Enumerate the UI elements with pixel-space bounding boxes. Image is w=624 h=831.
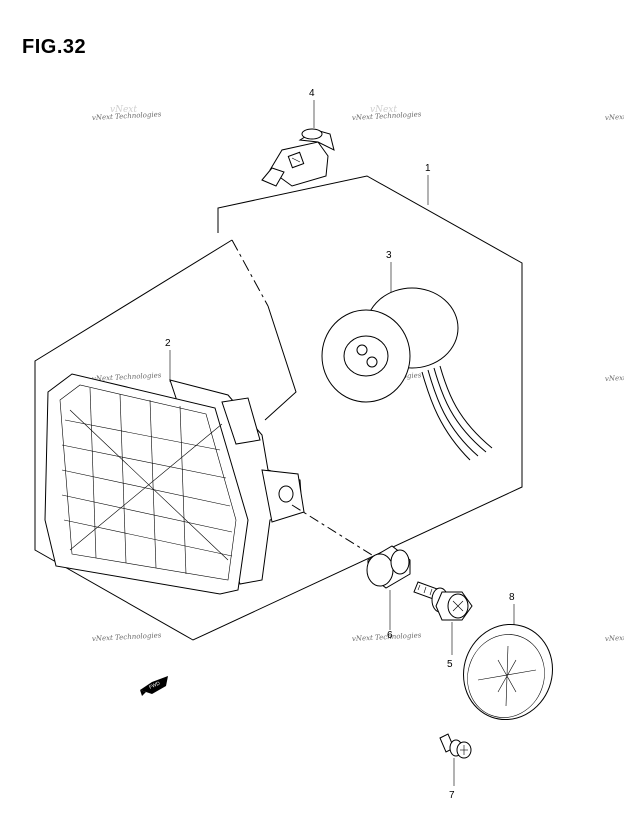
callout-7: 7 <box>449 790 455 801</box>
grommet-connector <box>291 504 373 556</box>
callout-2: 2 <box>165 338 171 349</box>
socket-part: 3 <box>321 250 493 461</box>
assembly-frame <box>34 175 523 641</box>
callout-8: 8 <box>509 592 515 603</box>
watermark-ghost: vNext <box>370 105 397 115</box>
callout-4: 4 <box>309 88 315 99</box>
grommet-part: 6 <box>366 545 411 641</box>
clip-part: 7 <box>439 733 472 801</box>
screw-part: 5 <box>413 581 473 670</box>
callout-5: 5 <box>447 659 453 670</box>
watermark-text: vNext Technologies <box>92 631 162 643</box>
watermark-text: vNext Technologies <box>92 110 162 122</box>
bulb-connector-dashed <box>231 239 269 307</box>
watermark-text: vNext Technologies <box>605 110 624 122</box>
callout-1: 1 <box>425 163 431 174</box>
watermark-text: vNext Technologies <box>605 631 624 643</box>
watermark-text: vNext Technologies <box>352 631 422 643</box>
figure-title: FIG.32 <box>22 36 87 58</box>
watermark-text: vNext Technologies <box>92 371 162 383</box>
watermark-ghost: vNext <box>110 105 137 115</box>
callout-3: 3 <box>386 250 392 261</box>
fwd-label: FWD <box>148 680 161 690</box>
callout-6: 6 <box>387 630 393 641</box>
bulb-part: 4 <box>261 88 335 187</box>
headlamp-part: 2 <box>44 338 305 595</box>
watermark-text: vNext Technologies <box>605 371 624 383</box>
cap-part: 8 <box>463 592 553 721</box>
fwd-arrow-icon: FWD <box>140 676 168 696</box>
bulb-connector <box>264 305 297 421</box>
watermark-text: vNext Technologies <box>352 110 422 122</box>
